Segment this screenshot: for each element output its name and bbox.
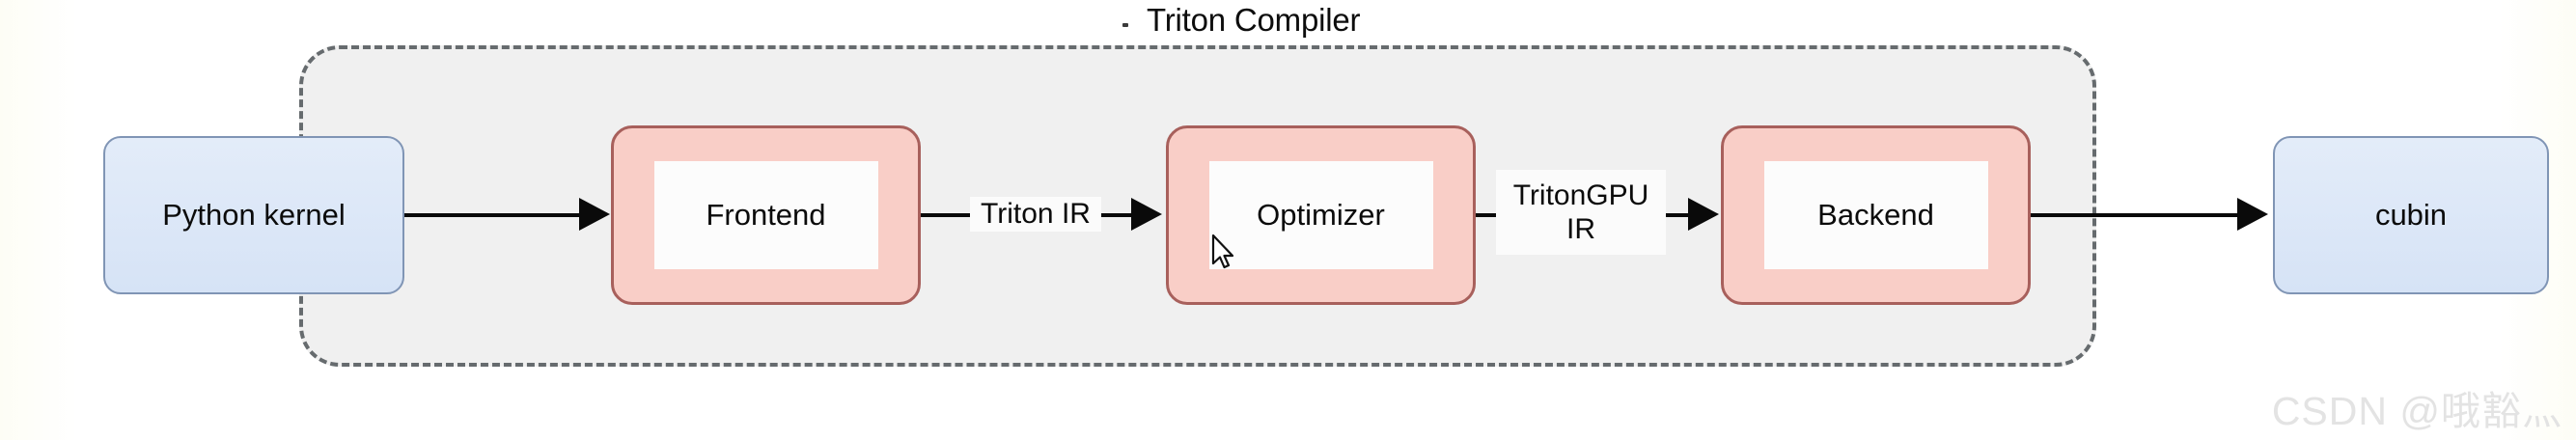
arrowhead-icon [1131, 198, 1162, 231]
connector-python-kernel-to-frontend-line [404, 213, 583, 217]
node-label: Frontend [706, 198, 826, 232]
edge-label-triton-ir: Triton IR [970, 197, 1101, 232]
edge-label-tritongpu-ir: TritonGPU IR [1496, 170, 1666, 255]
edge-label-text-line2: IR [1566, 213, 1595, 245]
node-label: Backend [1817, 198, 1934, 232]
mouse-cursor-icon [1211, 234, 1234, 269]
node-backend-inner-plate: Backend [1763, 161, 1988, 269]
node-optimizer[interactable]: Optimizer [1166, 125, 1476, 305]
node-frontend-inner-plate: Frontend [653, 161, 878, 269]
connector-optimizer-to-backend-line-left [1475, 213, 1496, 217]
connector-optimizer-to-backend-line-right [1665, 213, 1690, 217]
connector-frontend-to-optimizer-line-left [920, 213, 970, 217]
edge-label-text: Triton IR [981, 198, 1091, 231]
connector-backend-to-cubin-line [2030, 213, 2240, 217]
edge-label-text-line1: TritonGPU [1512, 179, 1649, 211]
node-python-kernel[interactable]: Python kernel [103, 136, 404, 294]
arrowhead-icon [579, 198, 610, 231]
node-label: Optimizer [1257, 198, 1385, 232]
arrowhead-icon [2237, 198, 2268, 231]
connector-frontend-to-optimizer-line-right [1100, 213, 1131, 217]
title-tick-mark [1122, 23, 1128, 27]
node-cubin[interactable]: cubin [2273, 136, 2549, 294]
node-optimizer-inner-plate: Optimizer [1208, 161, 1433, 269]
node-backend[interactable]: Backend [1721, 125, 2031, 305]
node-label: Python kernel [162, 198, 346, 232]
node-frontend[interactable]: Frontend [611, 125, 921, 305]
node-label: cubin [2374, 198, 2448, 232]
arrowhead-icon [1688, 198, 1719, 231]
watermark: CSDN @哦豁灬 [2271, 389, 2562, 433]
page-title: Triton Compiler [1147, 2, 1361, 38]
